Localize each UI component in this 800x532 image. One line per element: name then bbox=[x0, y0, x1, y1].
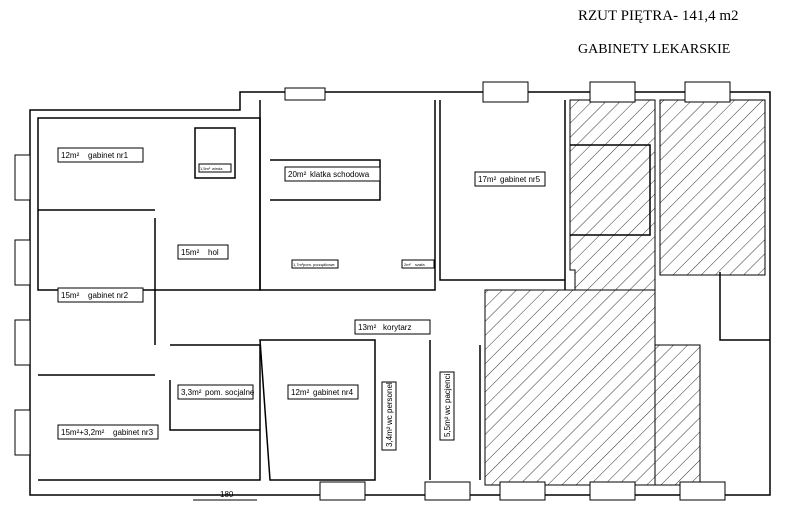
svg-text:2m²: 2m² bbox=[404, 262, 412, 267]
svg-text:1,5m²: 1,5m² bbox=[200, 166, 211, 171]
svg-text:3,4m²: 3,4m² bbox=[385, 426, 394, 447]
svg-text:pom. porządkowe: pom. porządkowe bbox=[303, 262, 335, 267]
svg-text:wc pacjenci: wc pacjenci bbox=[443, 373, 452, 416]
svg-text:winda: winda bbox=[212, 166, 223, 171]
svg-text:pom. socjalne: pom. socjalne bbox=[205, 388, 255, 397]
svg-text:1,7m²: 1,7m² bbox=[293, 262, 304, 267]
svg-text:gabinet nr1: gabinet nr1 bbox=[88, 151, 129, 160]
svg-text:korytarz: korytarz bbox=[383, 323, 411, 332]
svg-text:12m²: 12m² bbox=[61, 151, 80, 160]
svg-text:gabinet nr2: gabinet nr2 bbox=[88, 291, 129, 300]
room-label: 13m² korytarz bbox=[354, 319, 431, 335]
svg-text:20m²: 20m² bbox=[288, 170, 307, 179]
svg-text:15m²: 15m² bbox=[61, 291, 80, 300]
hatched-area bbox=[484, 99, 766, 486]
svg-text:hol: hol bbox=[208, 248, 219, 257]
svg-text:gabinet nr4: gabinet nr4 bbox=[313, 388, 354, 397]
plan-title: RZUT PIĘTRA- 141,4 m2 bbox=[578, 8, 739, 24]
svg-text:12m²: 12m² bbox=[291, 388, 310, 397]
room-label: 15m² gabinet nr2 bbox=[57, 287, 144, 303]
svg-text:3,3m²: 3,3m² bbox=[181, 388, 202, 397]
svg-text:klatka schodowa: klatka schodowa bbox=[310, 170, 370, 179]
svg-text:17m²: 17m² bbox=[478, 175, 497, 184]
room-label: 12m² gabinet nr1 bbox=[57, 147, 144, 163]
svg-text:15m²+3,2m²: 15m²+3,2m² bbox=[61, 428, 105, 437]
room-label: 15m²+3,2m² gabinet nr3 bbox=[57, 424, 159, 440]
svg-text:5,5m²: 5,5m² bbox=[443, 416, 452, 437]
svg-text:szafa: szafa bbox=[415, 262, 425, 267]
svg-text:wc personel: wc personel bbox=[385, 382, 394, 426]
svg-text:15m²: 15m² bbox=[181, 248, 200, 257]
room-label: 15m² hol bbox=[177, 244, 229, 260]
svg-text:gabinet nr3: gabinet nr3 bbox=[113, 428, 154, 437]
svg-text:13m²: 13m² bbox=[358, 323, 377, 332]
svg-text:180: 180 bbox=[220, 490, 234, 499]
dimension-line: 180 bbox=[193, 490, 257, 501]
outer-wall bbox=[29, 91, 771, 496]
plan-subtitle: GABINETY LEKARSKIE bbox=[578, 42, 731, 57]
svg-text:gabinet nr5: gabinet nr5 bbox=[500, 175, 541, 184]
